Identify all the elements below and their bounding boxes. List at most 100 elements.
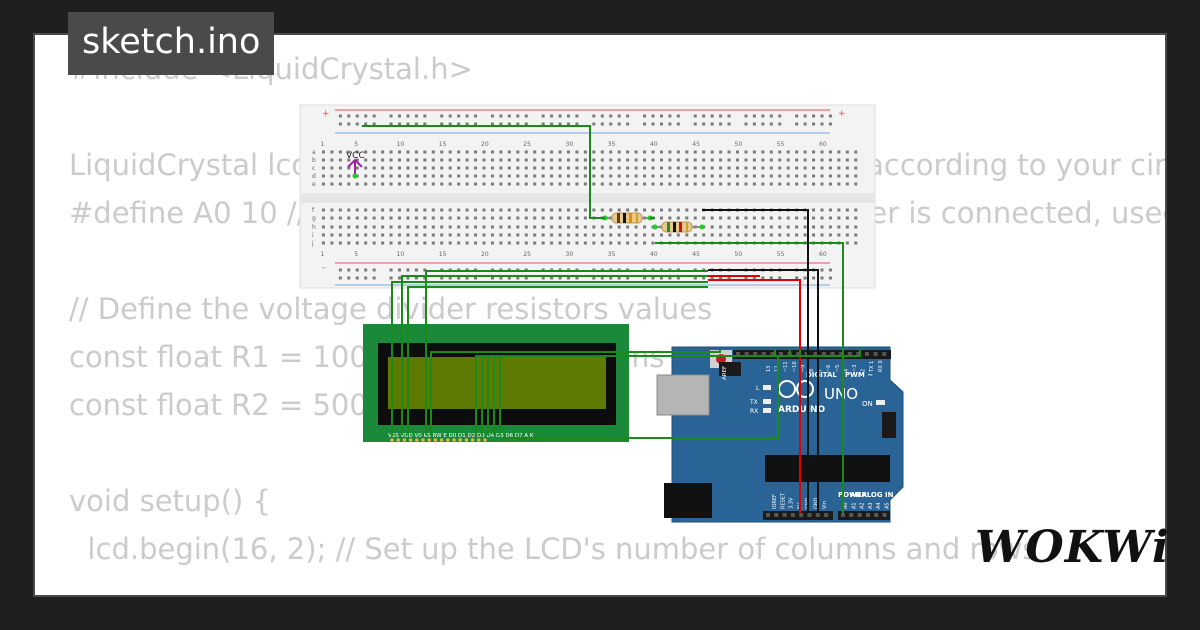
- column-number: 60: [819, 141, 827, 148]
- column-number: 10: [397, 141, 405, 148]
- column-number: 30: [566, 141, 574, 148]
- power-pin-label: 3.3V: [789, 497, 795, 509]
- power-pin-label: IOREF: [772, 494, 778, 509]
- lcd-pins: [390, 438, 487, 442]
- wire-lcd-1: [391, 281, 708, 435]
- power-pin-label: RESET: [780, 492, 786, 509]
- column-number: 35: [608, 251, 616, 258]
- column-number: 10: [397, 251, 405, 258]
- column-number: 15: [439, 141, 447, 148]
- digital-label: DIGITAL: [806, 371, 837, 379]
- wire-lcd-4: [425, 270, 708, 435]
- row-letter: a: [312, 149, 316, 156]
- digital-pin-label: ~3: [852, 365, 858, 372]
- rx-led-label: RX: [750, 408, 758, 415]
- rail-plus-label: +: [322, 109, 330, 119]
- wire-lcd-a: [499, 350, 861, 435]
- analog-pin-label: A0: [843, 502, 849, 509]
- digital-pin-label: 2: [861, 369, 867, 372]
- rail-plus-label-right: +: [838, 109, 846, 119]
- row-letter: d: [312, 173, 316, 180]
- column-number: 20: [481, 141, 489, 148]
- digital-header: [733, 350, 891, 359]
- wire-black-gnd-1: [702, 209, 809, 513]
- file-tab[interactable]: sketch.ino: [68, 12, 275, 75]
- column-number: 1: [320, 141, 324, 148]
- row-letter: g: [312, 215, 316, 222]
- wire-green-vcc: [362, 125, 605, 219]
- digital-pin-label: ~5: [835, 365, 841, 372]
- header-holes: [736, 352, 887, 517]
- row-letter: h: [312, 224, 316, 231]
- column-number: 55: [777, 251, 785, 258]
- usb-port: [656, 374, 710, 416]
- wire-lcd-2: [401, 275, 708, 435]
- power-label: POWER: [838, 491, 868, 499]
- column-number: 5: [354, 141, 358, 148]
- digital-pin-label: ~10: [792, 361, 798, 372]
- analog-pin-label: A3: [868, 502, 874, 509]
- column-number: 60: [819, 251, 827, 258]
- analog-header: [838, 511, 890, 520]
- arduino-uno[interactable]: ARDUINO UNO DIGITAL PWM ~ POWER ANALOG I…: [656, 346, 904, 523]
- arduino-logo-text: ARDUINO: [778, 405, 826, 415]
- lcd-pin-labels: VSS VDD V0 RS RW E D0 D1 D2 D3 D4 D5 D6 …: [388, 433, 534, 439]
- wire-black-gnd-2: [708, 269, 819, 513]
- row-letter: c: [312, 165, 315, 172]
- wire-red-5v: [708, 279, 801, 513]
- row-letter: i: [312, 232, 314, 239]
- column-number: 25: [523, 141, 531, 148]
- digital-pin-label: 4: [843, 369, 849, 372]
- vcc-marker: VCC: [346, 151, 365, 179]
- analog-pin-label: A2: [860, 502, 866, 509]
- tx-led-label: TX: [749, 399, 758, 406]
- digital-pin-label: RX 0: [878, 360, 884, 372]
- column-number: 50: [735, 141, 743, 148]
- microcontroller-chip: [765, 455, 890, 482]
- aref-label: AREF: [722, 366, 728, 380]
- wire-lcd-k: [504, 356, 779, 439]
- analog-pin-label: A1: [851, 502, 857, 509]
- rail-minus-label: -: [322, 263, 325, 273]
- column-number: 50: [735, 251, 743, 258]
- column-number: 45: [692, 141, 700, 148]
- digital-pin-label: ~11: [783, 361, 789, 372]
- resistor-2[interactable]: [652, 221, 705, 233]
- column-number: 55: [777, 141, 785, 148]
- analog-label: ANALOG IN: [850, 491, 894, 499]
- column-number: 45: [692, 251, 700, 258]
- digital-pin-label: 13: [766, 366, 772, 372]
- column-number: 35: [608, 141, 616, 148]
- vcc-label: VCC: [346, 151, 365, 161]
- board-name: UNO: [824, 385, 858, 403]
- resistor-1[interactable]: [602, 212, 653, 224]
- power-pin-label: GND: [814, 497, 820, 509]
- power-header: [763, 511, 833, 520]
- row-letter: b: [312, 157, 316, 164]
- l-led-label: L: [756, 385, 760, 392]
- on-label: ON: [862, 400, 873, 408]
- column-number: 5: [354, 251, 358, 258]
- wokwi-logo: WOKWi: [975, 522, 1170, 573]
- power-jack: [664, 483, 712, 518]
- column-number: 30: [566, 251, 574, 258]
- digital-pin-label: 8: [809, 369, 815, 372]
- power-pin-label: Vin: [822, 501, 828, 509]
- column-number: 15: [439, 251, 447, 258]
- column-number: 25: [523, 251, 531, 258]
- digital-pin-label: ~9: [800, 365, 806, 372]
- pwm-label: PWM ~: [845, 371, 873, 379]
- analog-pin-label: A5: [885, 502, 891, 509]
- row-letter: e: [312, 181, 316, 188]
- column-number: 1: [320, 251, 324, 258]
- wire-lcd-3: [407, 286, 708, 435]
- lcd-screen: [388, 357, 606, 409]
- row-letter: j: [311, 240, 314, 247]
- column-number: 40: [650, 141, 658, 148]
- analog-pin-label: A4: [876, 502, 882, 509]
- wires: [362, 125, 861, 513]
- breadboard-labels: 1155101015152020252530303535404045455050…: [311, 141, 827, 258]
- row-letter: f: [312, 207, 315, 214]
